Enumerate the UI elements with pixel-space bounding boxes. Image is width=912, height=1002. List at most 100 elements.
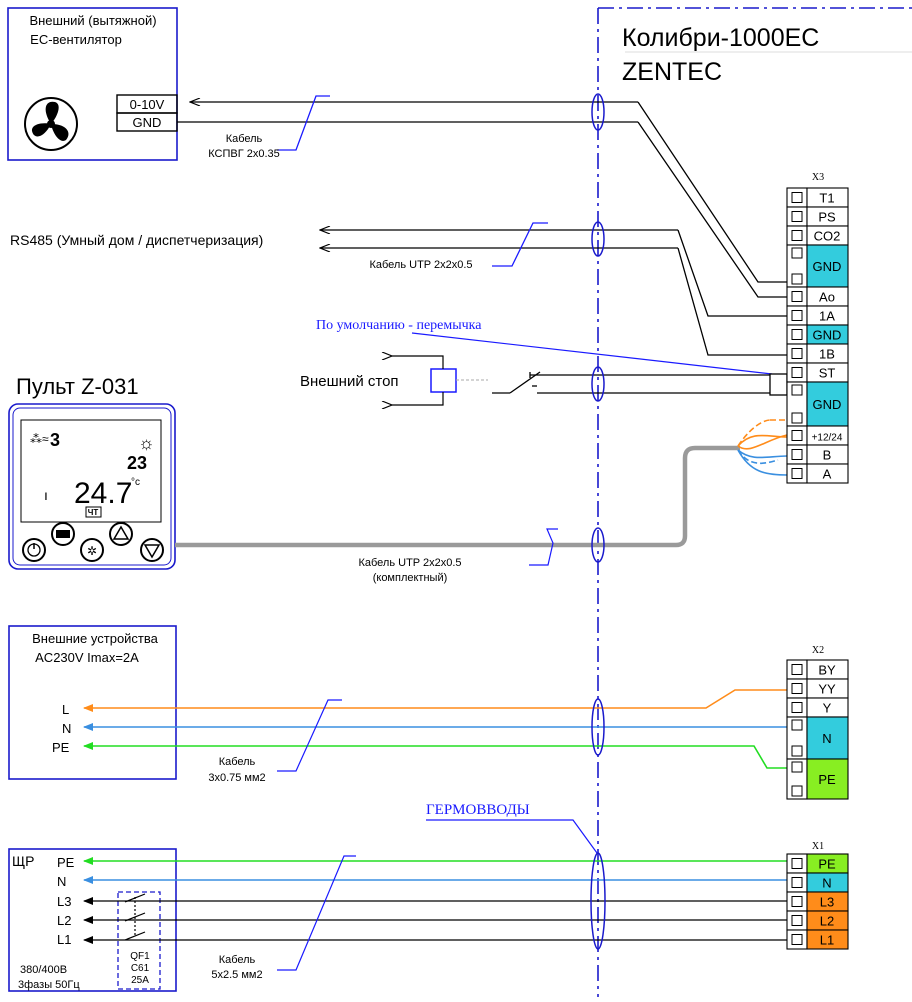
gland-panel (590, 852, 606, 950)
x2-terminal-label: YY (818, 682, 836, 697)
x3-terminal-10: +12/24 (786, 425, 849, 446)
panel-cable-label-2: 5х2.5 мм2 (211, 969, 262, 981)
x3-terminal-8: ST (786, 362, 849, 383)
x3-terminal-label: A (823, 467, 832, 482)
panel-wire-l3: L3 (57, 894, 71, 909)
x3-terminal-label: CO2 (814, 229, 841, 244)
x3-terminal-3: GND (786, 244, 849, 288)
breaker-name: QF1 (130, 951, 150, 962)
x3-name: X3 (812, 172, 824, 183)
fan-block: Внешний (вытяжной) EC-вентилятор 0-10V G… (7, 7, 178, 161)
remote-buttons: ✲ (22, 522, 164, 562)
down-button[interactable] (140, 538, 164, 562)
x3-terminal-7: 1B (786, 343, 849, 364)
stop-contact (492, 371, 788, 396)
remote-cable-label-1: Кабель UTP 2х2х0.5 (358, 557, 461, 569)
display-fan-indicator-icon: ⁂≈ (30, 432, 49, 446)
x2-name: X2 (812, 645, 824, 656)
fan-title-1: Внешний (вытяжной) (29, 13, 156, 28)
x3-terminal-label: 1B (819, 347, 835, 362)
x1-terminal-label: L1 (820, 933, 834, 948)
ext-block (8, 625, 177, 780)
fan-cable-label-1: Кабель (226, 133, 263, 145)
x1-terminal-label: L2 (820, 914, 834, 929)
panel-wire-pe: PE (57, 855, 75, 870)
x3-terminal-4: Ao (786, 286, 849, 307)
display-big: 24.7 (74, 477, 132, 510)
device-boundary (597, 7, 912, 997)
rs485-wires (320, 222, 787, 356)
remote-cable-label-2: (комплектный) (373, 572, 448, 584)
x1-name: X1 (812, 841, 824, 852)
fan-term-gnd: GND (133, 115, 162, 130)
ext-title-2: AC230V Imax=2A (35, 650, 139, 665)
x1-terminal-2: L3 (786, 891, 849, 912)
x3-terminal-9: GND (786, 381, 849, 427)
panel-wire-n: N (57, 874, 66, 889)
rs485-label: RS485 (Умный дом / диспетчеризация) (10, 232, 263, 248)
panel-cable-label-1: Кабель (219, 954, 256, 966)
up-button[interactable] (109, 522, 133, 546)
x1-terminal-4: L1 (786, 929, 849, 950)
display-unit: °c (131, 477, 140, 488)
x3-terminal-label: GND (813, 328, 842, 343)
x3-terminal-2: CO2 (786, 225, 849, 246)
gland-stop (591, 366, 605, 402)
x2-terminal-label: PE (818, 772, 836, 787)
display-small: 23 (127, 453, 147, 473)
x3-terminal-label: B (823, 448, 832, 463)
breaker-type: C61 (131, 963, 150, 974)
x3-terminal-label: GND (813, 259, 842, 274)
gland-fan (591, 93, 605, 131)
fan-cable-label-2: КСПВГ 2х0.35 (208, 148, 280, 160)
x1-terminal-label: N (822, 876, 831, 891)
gland-ext (591, 698, 605, 756)
display-day: ЧТ (88, 508, 99, 517)
x3-terminal-12: A (786, 463, 849, 484)
glands-leader (426, 819, 598, 854)
x1-terminal-1: N (786, 872, 849, 893)
remote-title: Пульт Z-031 (16, 374, 139, 399)
device-subtitle: ZENTEC (622, 58, 722, 86)
rs485-cable-label: Кабель UTP 2х2х0.5 (369, 259, 472, 271)
x3-terminal-label: T1 (819, 191, 834, 206)
x2-terminal-0: BY (786, 659, 849, 680)
x3-terminal-6: GND (786, 324, 849, 345)
x2-terminal-label: Y (823, 701, 832, 716)
x3-terminal-label: Ao (819, 290, 835, 305)
gland-remote (591, 527, 605, 563)
x2-terminal-3: N (786, 716, 849, 760)
x2-terminal-label: BY (818, 663, 836, 678)
x2-terminal-1: YY (786, 678, 849, 699)
fan-button[interactable]: ✲ (80, 538, 104, 562)
power-button[interactable] (22, 538, 46, 562)
x3-terminal-label: ST (819, 366, 836, 381)
panel-voltage: 380/400В (20, 964, 67, 976)
stop-note-leader (411, 332, 773, 375)
panel-title: ЩР (12, 853, 34, 869)
panel-wires (83, 855, 787, 971)
device-title: Колибри-1000EC (622, 24, 819, 52)
glands-label: ГЕРМОВВОДЫ (426, 802, 530, 818)
gland-rs485 (591, 221, 605, 257)
x3-terminal-0: T1 (786, 187, 849, 208)
x3-terminal-label: PS (818, 210, 836, 225)
display-mode: 3 (50, 430, 60, 450)
stop-default-note: По умолчанию - перемычка (316, 318, 482, 333)
x3-terminal-label: 1A (819, 309, 835, 324)
breaker-rating: 25A (131, 975, 149, 986)
x1-terminal-label: PE (818, 857, 836, 872)
x3-terminal-label: GND (813, 397, 842, 412)
x2-terminal-4: PE (786, 758, 849, 800)
ext-cable-label-2: 3х0.75 мм2 (208, 772, 265, 784)
x3-terminal-11: B (786, 444, 849, 465)
ext-wire-l: L (62, 702, 69, 717)
stop-relay (392, 356, 488, 405)
ext-wire-pe: PE (52, 740, 70, 755)
mode-button[interactable] (51, 522, 75, 546)
ext-wires (83, 689, 787, 772)
